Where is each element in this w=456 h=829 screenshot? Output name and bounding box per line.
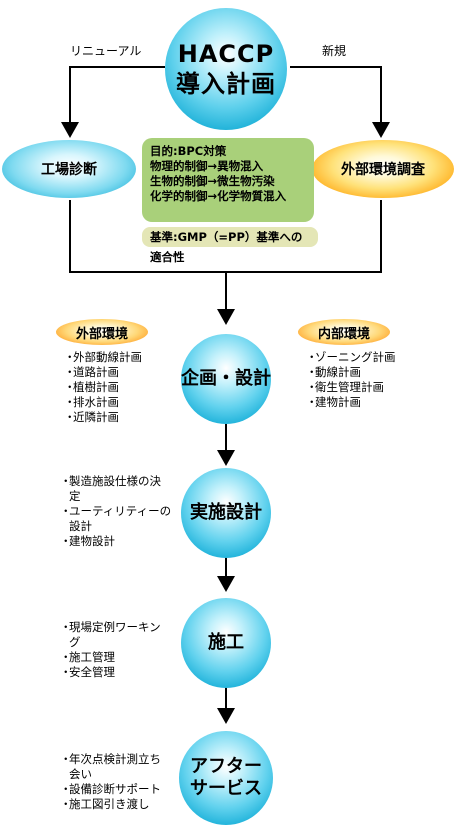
list-item: ・排水計画: [64, 395, 119, 409]
step4-items: ・年次点検計測立ち会い ・設備診断サポート ・施工図引き渡し: [60, 752, 172, 812]
list-item: ・近隣計画: [64, 410, 119, 424]
list-item: ・植樹計画: [64, 380, 119, 394]
arrowhead-step3: [217, 576, 235, 592]
list-item: ・施工管理: [60, 650, 115, 664]
step-label: 施工: [208, 632, 244, 653]
title-line-2: 導入計画: [176, 70, 276, 98]
step2-items: ・製造施設仕様の決定 ・ユーティリティーの設計 ・建物設計: [60, 474, 172, 549]
arrowhead-step1: [217, 309, 235, 325]
list-item: ・ゾーニング計画: [306, 350, 396, 364]
arrowhead-left: [61, 122, 79, 138]
arrowhead-step2: [217, 450, 235, 466]
branch-label-left: リニューアル: [70, 44, 142, 58]
step-label-line-2: サービス: [190, 778, 262, 799]
title-circle: HACCP 導入計画: [165, 8, 287, 130]
step-label: 実施設計: [190, 502, 262, 523]
standard-box: 基準:GMP（=PP）基準への適合性: [142, 227, 318, 264]
objective-line: 目的:BPC対策: [150, 144, 227, 158]
list-item: ・安全管理: [60, 665, 115, 679]
step-circle-planning-design: 企画・設計: [181, 334, 271, 424]
list-item: ・動線計画: [306, 365, 361, 379]
tag-external-environment: 外部環境: [56, 319, 148, 345]
list-item: ・衛生管理計画: [306, 380, 384, 394]
branch-label-right: 新規: [322, 44, 347, 58]
list-item: ・道路計画: [64, 365, 119, 379]
right-node-external-survey: 外部環境調査: [312, 140, 454, 198]
arrowhead-right: [372, 122, 390, 138]
list-item: ・ユーティリティーの設計: [60, 504, 172, 533]
title-text: HACCP 導入計画: [176, 39, 276, 99]
list-item: ・建物設計: [60, 534, 115, 548]
connector-title-right: [290, 66, 382, 124]
step-circle-detailed-design: 実施設計: [181, 468, 271, 558]
tag-internal-environment: 内部環境: [298, 319, 390, 345]
internal-environment-list: ・ゾーニング計画 ・動線計画 ・衛生管理計画 ・建物計画: [306, 350, 426, 410]
list-item: ・施工図引き渡し: [60, 797, 150, 811]
step-label: アフター サービス: [190, 756, 262, 800]
objectives-box: 目的:BPC対策 物理的制御→異物混入 生物的制御→微生物汚染 化学的制御→化学…: [142, 138, 314, 222]
list-item: ・外部動線計画: [64, 350, 142, 364]
left-node-factory-diagnosis: 工場診断: [2, 140, 136, 198]
connector-title-left: [69, 66, 165, 124]
list-item: ・製造施設仕様の決定: [60, 474, 161, 503]
list-item: ・建物計画: [306, 395, 361, 409]
step-circle-construction: 施工: [181, 598, 271, 688]
step-label: 企画・設計: [181, 368, 271, 389]
step-label-line-1: アフター: [190, 756, 262, 777]
step3-items: ・現場定例ワーキング ・施工管理 ・安全管理: [60, 620, 164, 680]
step-circle-after-service: アフター サービス: [179, 731, 273, 825]
objective-line: 物理的制御→異物混入: [150, 159, 264, 173]
objective-line: 生物的制御→微生物汚染: [150, 174, 275, 188]
list-item: ・設備診断サポート: [60, 782, 161, 796]
list-item: ・現場定例ワーキング: [60, 620, 161, 649]
list-item: ・年次点検計測立ち会い: [60, 752, 161, 781]
external-environment-list: ・外部動線計画 ・道路計画 ・植樹計画 ・排水計画 ・近隣計画: [64, 350, 174, 425]
objective-line: 化学的制御→化学物質混入: [150, 189, 287, 203]
title-line-1: HACCP: [177, 40, 275, 68]
arrowhead-step4: [217, 708, 235, 724]
